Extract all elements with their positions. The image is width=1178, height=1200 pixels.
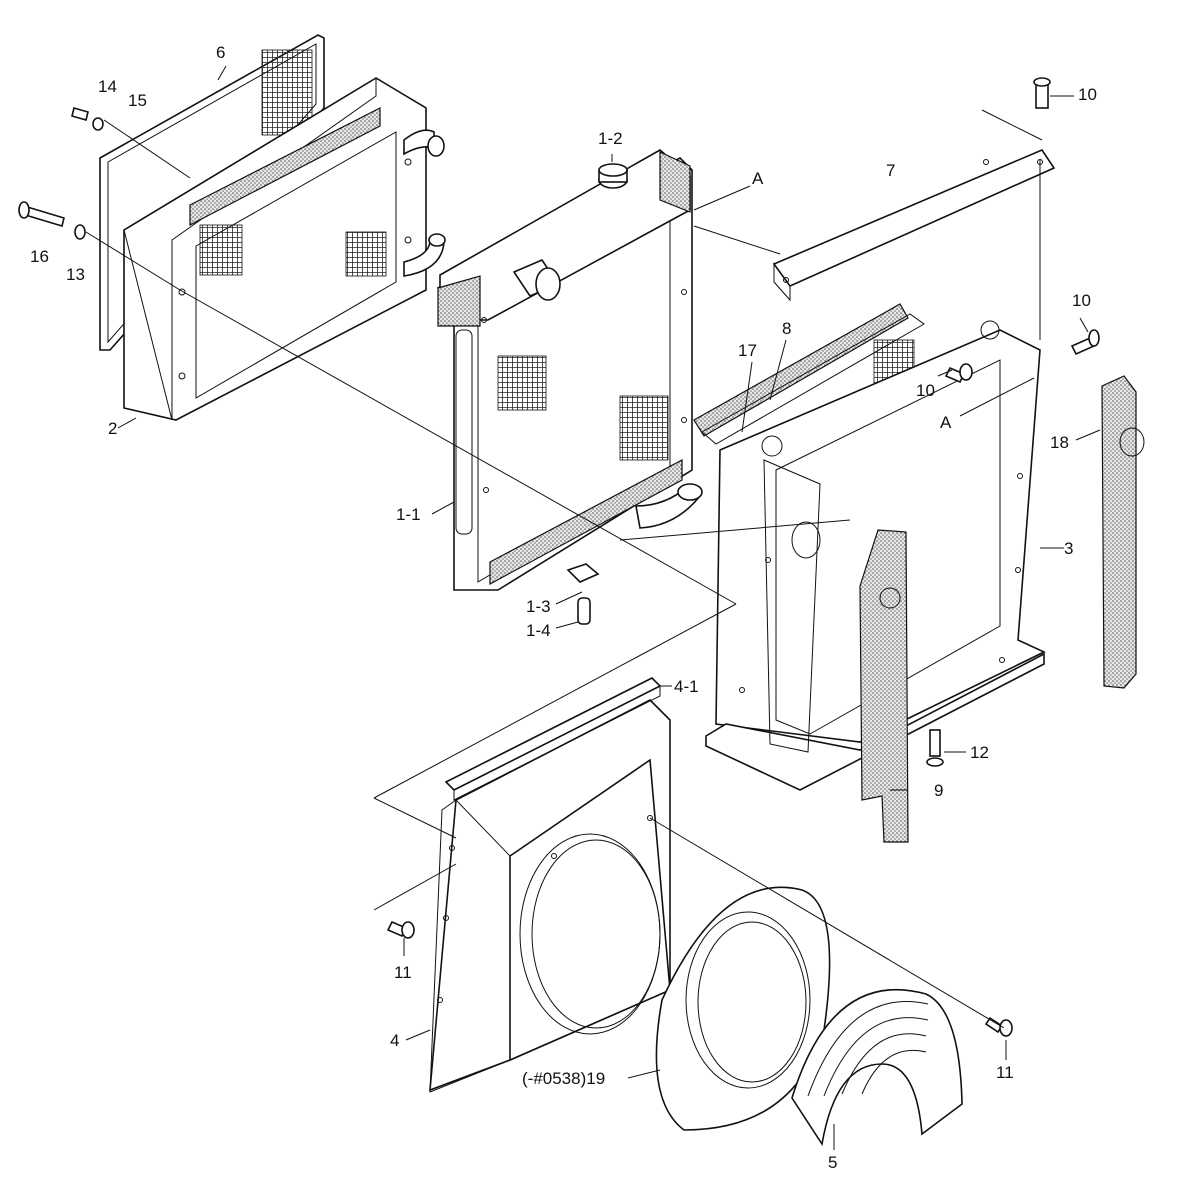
label-5: 5 xyxy=(828,1153,837,1172)
label-11-left: 11 xyxy=(394,963,412,982)
part-labels: 6 14 15 16 13 2 1-2 A 7 10 10 8 17 10 A … xyxy=(30,43,1097,1172)
part-4-shroud xyxy=(429,677,671,1093)
label-10-right: 10 xyxy=(1072,291,1091,310)
label-2: 2 xyxy=(108,419,117,438)
leader-lines xyxy=(85,65,1101,1150)
part-1-1-radiator xyxy=(436,149,703,625)
label-11-right: 11 xyxy=(996,1063,1014,1082)
hardware-bolts xyxy=(18,77,1100,1037)
part-5-guard xyxy=(791,989,963,1147)
label-18: 18 xyxy=(1050,433,1069,452)
label-3: 3 xyxy=(1064,539,1073,558)
label-4: 4 xyxy=(390,1031,399,1050)
label-1-1: 1-1 xyxy=(396,505,421,524)
label-8: 8 xyxy=(782,319,791,338)
label-A-top: A xyxy=(752,169,764,188)
label-13: 13 xyxy=(66,265,85,284)
label-6: 6 xyxy=(216,43,225,62)
label-1-2: 1-2 xyxy=(598,129,623,148)
label-16: 16 xyxy=(30,247,49,266)
label-19: (-#0538)19 xyxy=(522,1069,605,1088)
label-15: 15 xyxy=(128,91,147,110)
label-A-mid: A xyxy=(940,413,952,432)
label-10-top: 10 xyxy=(1078,85,1097,104)
part-8-17-seals xyxy=(693,303,925,445)
label-10-mid: 10 xyxy=(916,381,935,400)
label-12: 12 xyxy=(970,743,989,762)
part-2-frame xyxy=(123,77,446,421)
label-9: 9 xyxy=(934,781,943,800)
label-1-3: 1-3 xyxy=(526,597,551,616)
part-18-foam xyxy=(1101,375,1145,689)
label-1-4: 1-4 xyxy=(526,621,551,640)
label-14: 14 xyxy=(98,77,117,96)
label-7: 7 xyxy=(886,161,895,180)
label-4-1: 4-1 xyxy=(674,677,699,696)
part-7-plate xyxy=(772,149,1056,302)
part-9-foam xyxy=(859,529,909,843)
label-17: 17 xyxy=(738,341,757,360)
